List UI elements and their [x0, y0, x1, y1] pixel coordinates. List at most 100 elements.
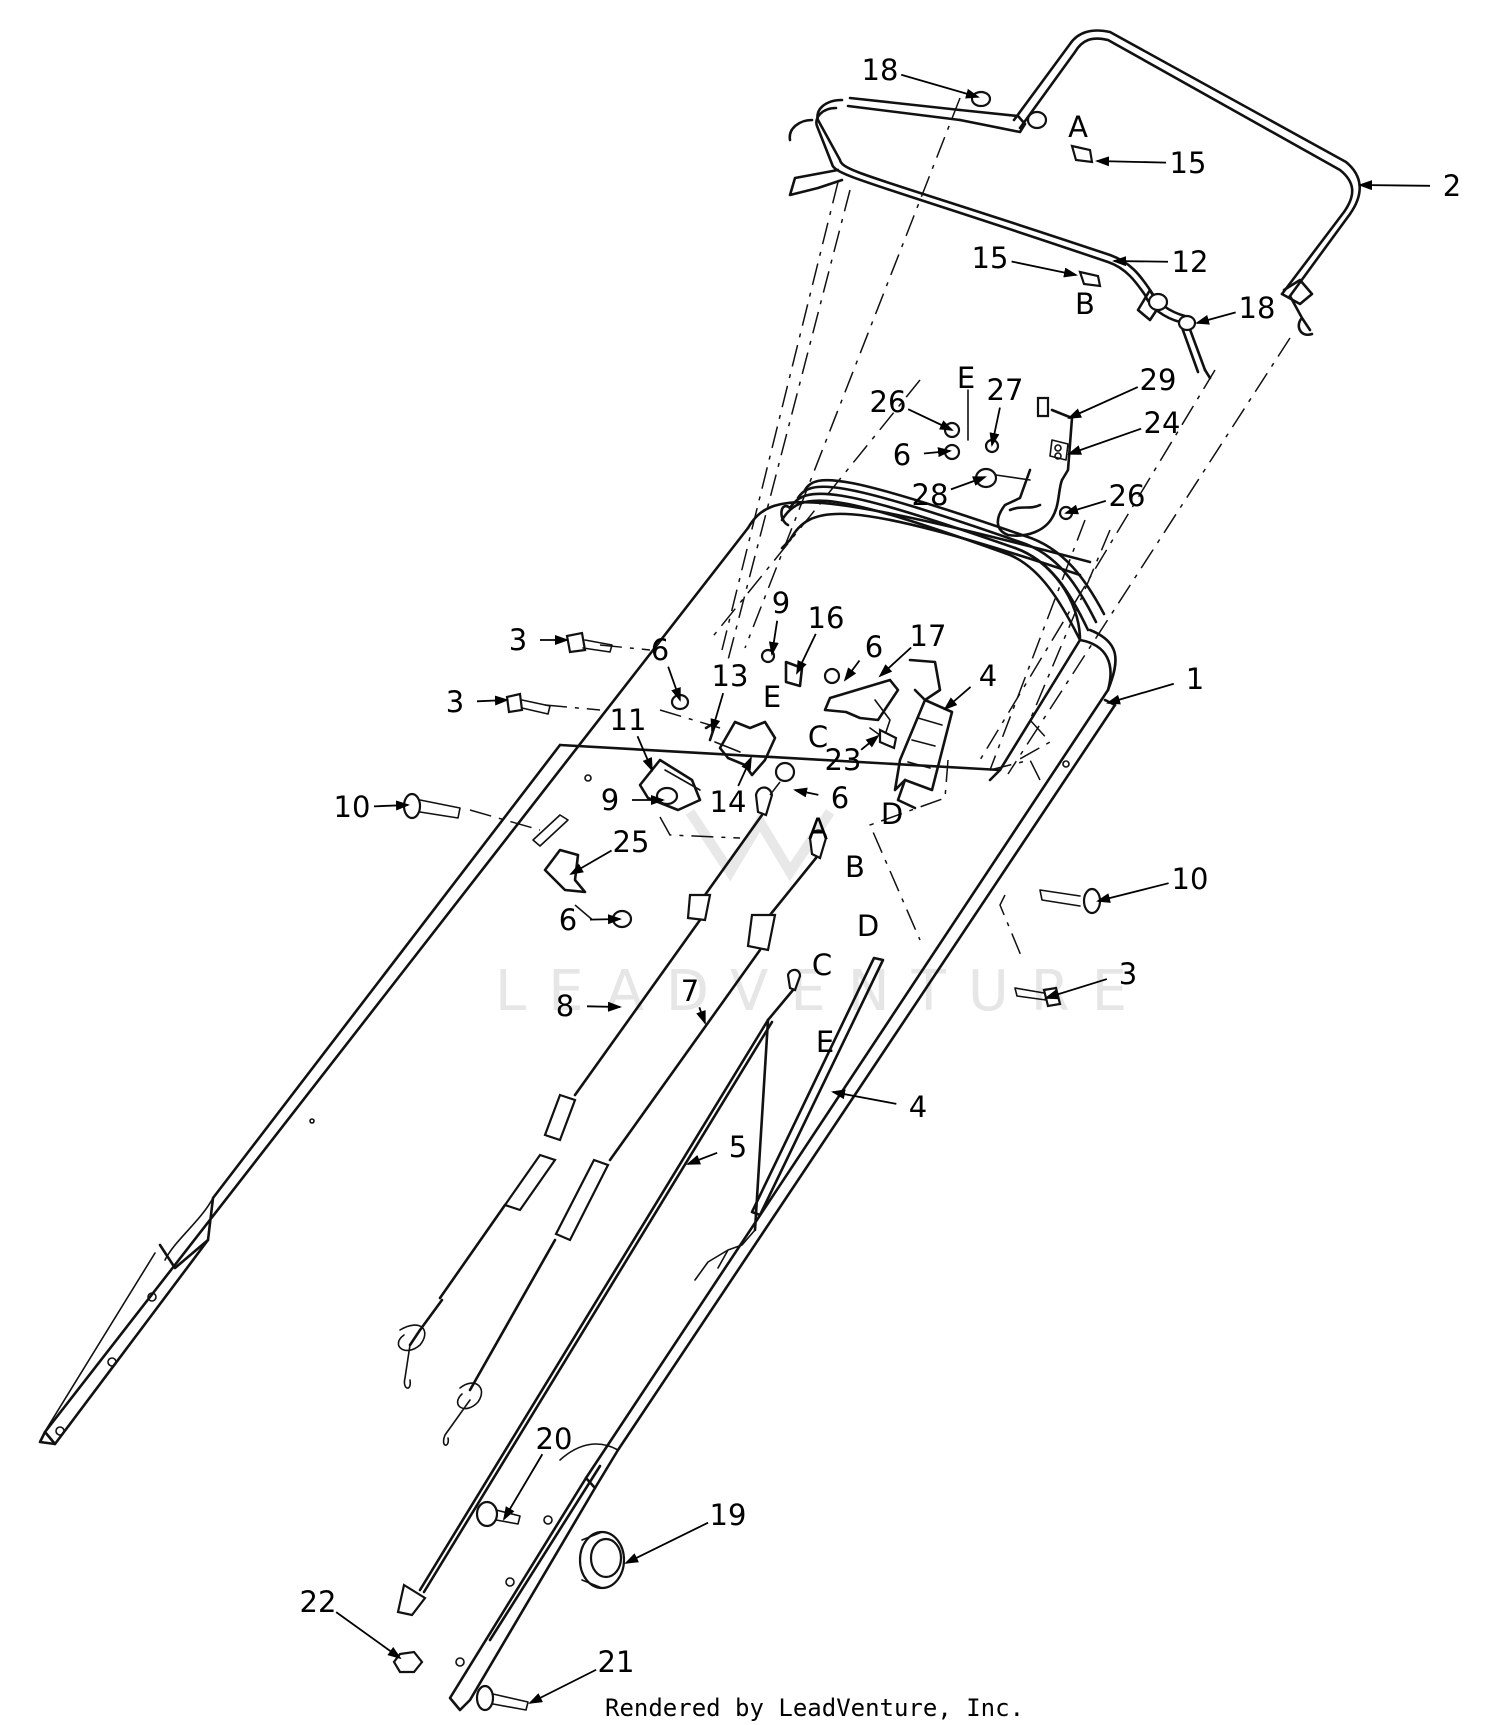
callout-leader-arrow: [696, 1006, 706, 1025]
callout-c26b: 26: [1064, 479, 1146, 515]
callout-label: 18: [1239, 291, 1276, 325]
callout-leader-arrow: [667, 666, 681, 702]
callout-c11: 11: [610, 703, 653, 772]
callout-c19: 19: [624, 1498, 746, 1564]
callout-c4b: 4: [831, 1089, 927, 1124]
callout-label: 21: [598, 1645, 635, 1679]
callout-label: A: [808, 812, 828, 846]
callout-leader-arrow: [1067, 427, 1142, 455]
callout-c18a: 18: [862, 53, 980, 99]
callout-leader-arrow: [586, 1001, 622, 1012]
callout-label: 9: [772, 586, 790, 620]
control-bracket-assembly: [543, 648, 954, 929]
callout-c6b: 6: [651, 633, 681, 702]
callout-label: 25: [613, 825, 650, 859]
watermark: LEADVENTURE: [495, 959, 1149, 1024]
callout-c3c: 3: [1044, 957, 1137, 1000]
callout-c13: 13: [710, 659, 748, 733]
callout-cD2: D: [857, 909, 879, 943]
callout-label: 24: [1144, 406, 1181, 440]
callout-leader-arrow: [1096, 882, 1169, 903]
callout-leader-arrow: [796, 633, 817, 675]
callout-cA1: A: [1068, 110, 1088, 144]
watermark-logo: [685, 809, 835, 882]
callout-c9a: 9: [768, 586, 790, 656]
callout-leader-arrow: [686, 1151, 718, 1165]
callout-leader-arrow: [1044, 978, 1108, 1000]
callout-cE3: E: [816, 1025, 834, 1059]
callout-leader-arrow: [1095, 156, 1167, 167]
callout-c18b: 18: [1195, 291, 1276, 325]
callout-c22: 22: [300, 1585, 402, 1660]
callout-c9b: 9: [601, 783, 665, 817]
callout-label: 6: [865, 630, 883, 664]
callout-label: 10: [334, 790, 371, 824]
callout-c3b: 3: [446, 685, 509, 719]
callout-leader-arrow: [878, 646, 912, 678]
callout-label: 27: [987, 373, 1024, 407]
callout-leader-arrow: [1067, 386, 1139, 419]
callout-leader-arrow: [950, 476, 987, 491]
callout-leader-arrow: [1358, 180, 1431, 191]
callout-c7: 7: [681, 974, 706, 1025]
callout-label: 2: [1443, 169, 1461, 203]
callout-label: D: [857, 909, 879, 943]
assembly-lines: [469, 97, 1291, 959]
callout-label: 6: [831, 781, 849, 815]
callout-label: 12: [1172, 245, 1209, 279]
callout-label: 5: [729, 1130, 747, 1164]
callout-label: 4: [909, 1090, 927, 1124]
callout-label: C: [812, 948, 832, 982]
callout-label: 28: [912, 478, 949, 512]
callout-label: 11: [610, 703, 647, 737]
callout-leader-arrow: [373, 800, 410, 811]
callout-leader-arrow: [1106, 682, 1175, 705]
callout-label: 14: [710, 785, 747, 819]
callout-c21: 21: [528, 1645, 635, 1704]
callout-c10a: 10: [334, 790, 410, 824]
callout-leader-arrow: [843, 659, 861, 682]
callout-leader-arrow: [624, 1521, 709, 1564]
callout-c26a: 26: [870, 385, 954, 431]
callout-cA2: A: [808, 812, 828, 846]
callout-label: 1: [1186, 662, 1204, 696]
hardware-upper: [943, 90, 1197, 537]
callout-label: 8: [556, 989, 574, 1023]
callout-c10b: 10: [1096, 862, 1209, 903]
callout-c24: 24: [1067, 406, 1181, 455]
callout-c15a: 15: [1095, 146, 1206, 180]
upper-bail-part-2: [1012, 29, 1361, 337]
callout-c4a: 4: [943, 659, 997, 711]
callout-leader-arrow: [1112, 256, 1169, 267]
callout-leader-arrow: [335, 1611, 402, 1660]
callout-label: 15: [972, 241, 1009, 275]
callout-label: 26: [870, 385, 907, 419]
callout-label: 16: [808, 601, 845, 635]
callout-c20: 20: [502, 1422, 572, 1521]
callout-label: 9: [601, 783, 619, 817]
callout-leader-arrow: [907, 408, 954, 431]
callout-c29: 29: [1067, 363, 1176, 419]
callout-cD1: D: [881, 797, 903, 831]
callout-label: 10: [1172, 862, 1209, 896]
callout-leader-arrow: [1011, 260, 1078, 278]
callout-c17: 17: [878, 619, 946, 678]
callout-label: E: [816, 1025, 834, 1059]
callout-cB2: B: [845, 850, 865, 884]
callout-leader-arrow: [1195, 311, 1236, 325]
callout-cE2: E: [763, 680, 781, 714]
callout-label: 3: [1119, 957, 1137, 991]
callout-leader-arrow: [793, 787, 819, 798]
callout-leader-arrow: [737, 756, 752, 787]
callout-c14: 14: [710, 756, 752, 819]
callout-leader-arrow: [636, 735, 653, 772]
bolts: [392, 631, 1102, 1712]
callout-cE1: E: [957, 361, 975, 395]
callout-label: B: [1075, 287, 1095, 321]
callout-label: 3: [509, 623, 527, 657]
callout-leader-arrow: [502, 1453, 544, 1521]
callout-label: 26: [1109, 479, 1146, 513]
callout-label: 6: [651, 633, 669, 667]
callout-c6e: 6: [559, 903, 622, 937]
